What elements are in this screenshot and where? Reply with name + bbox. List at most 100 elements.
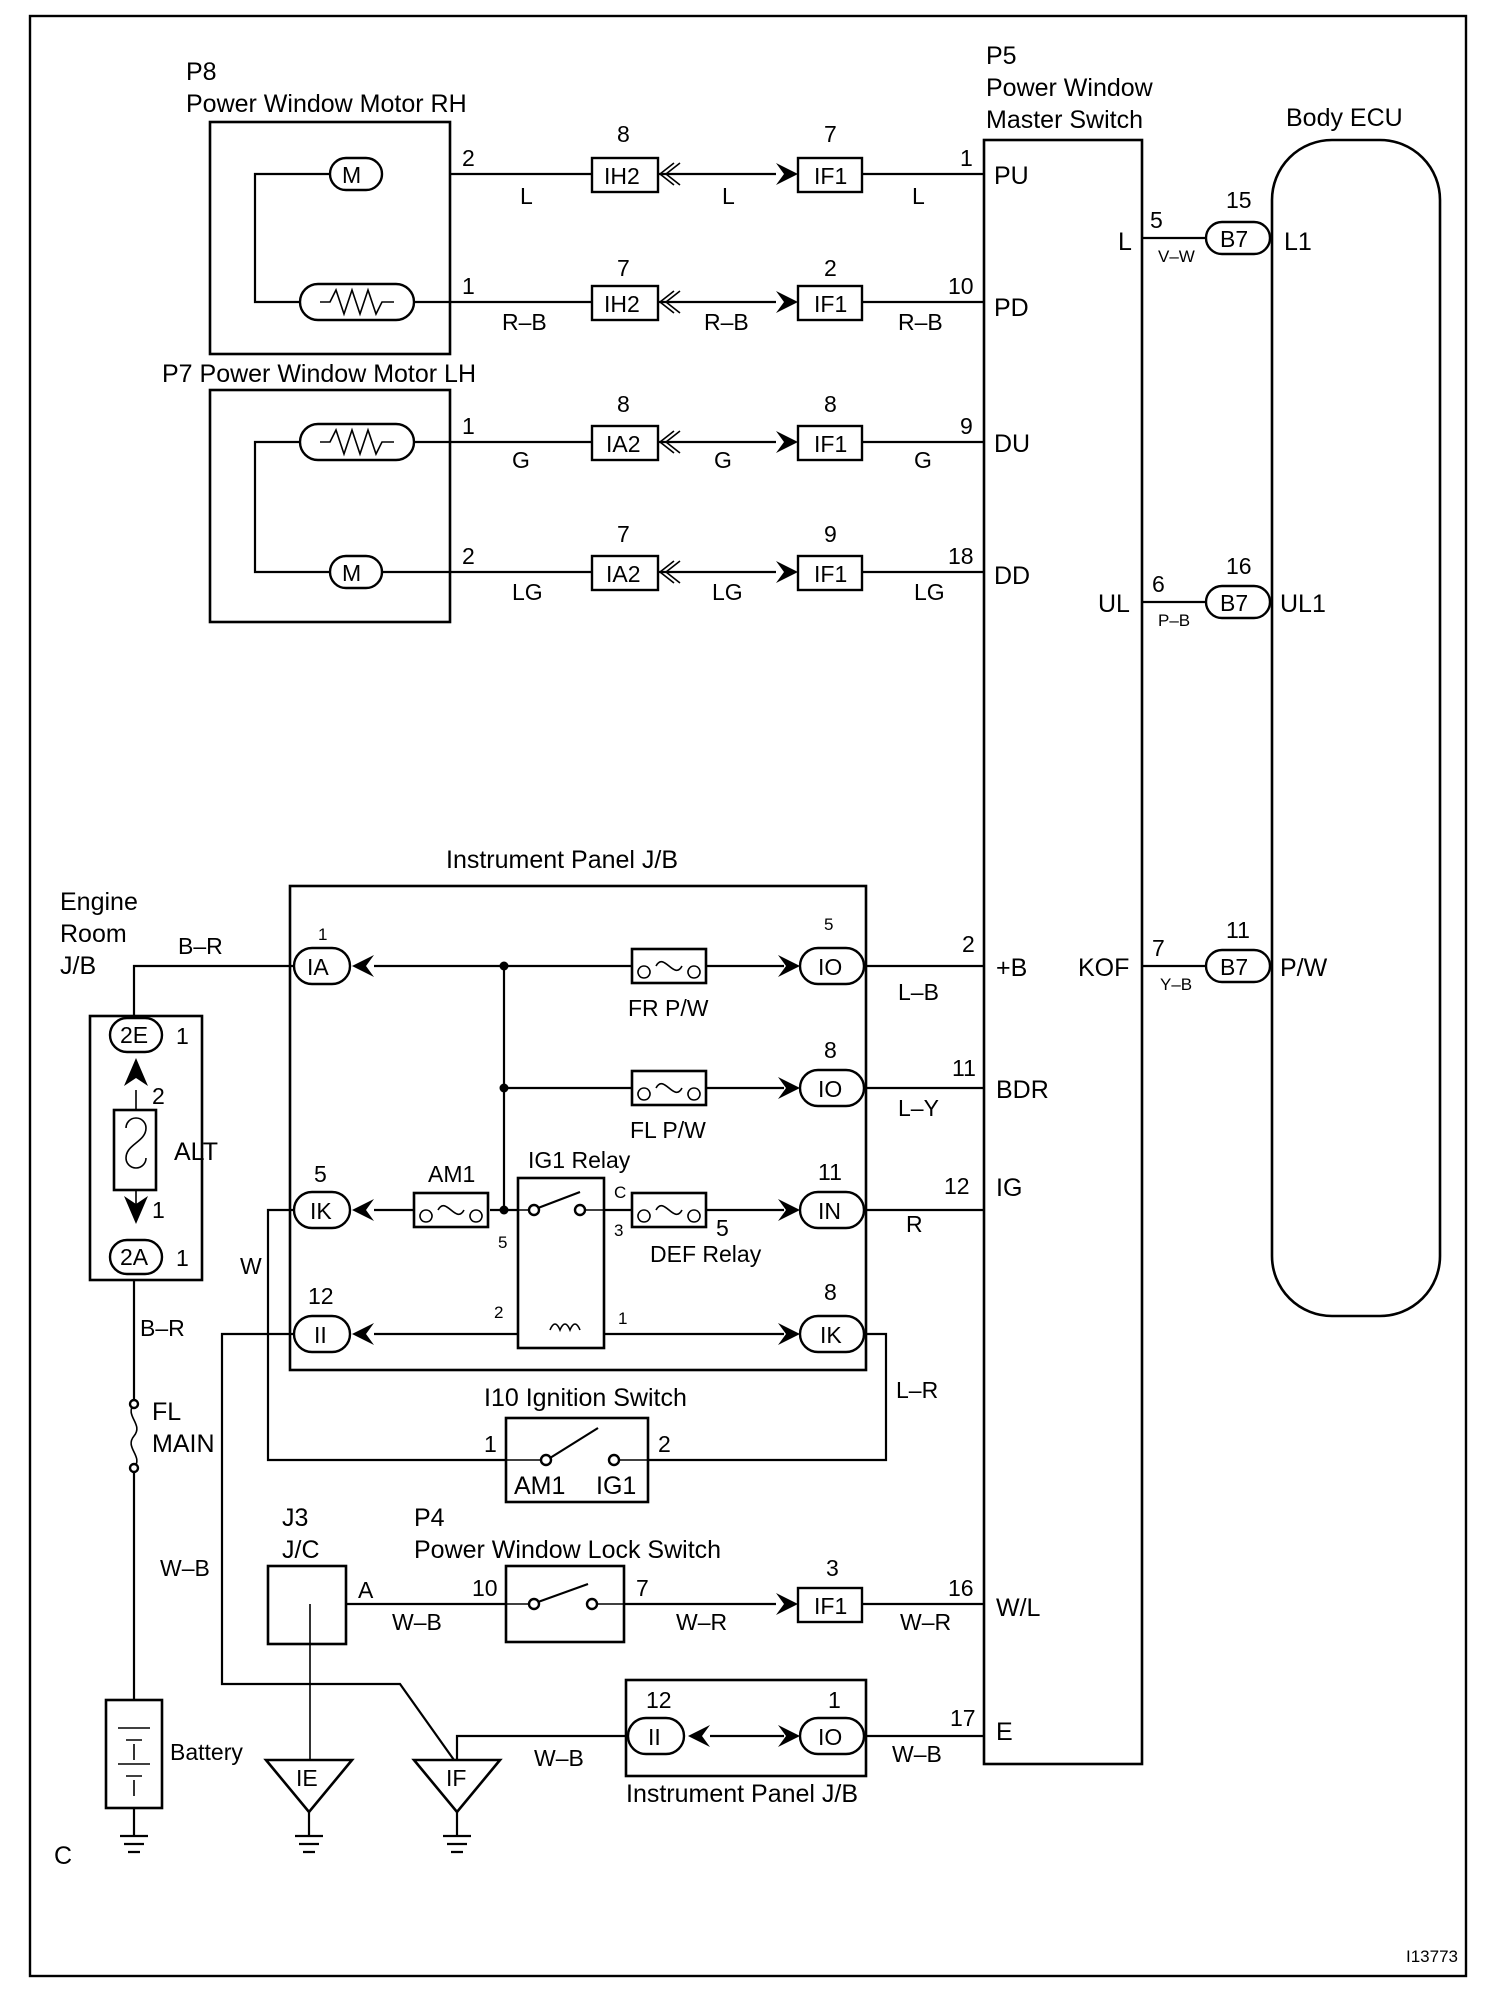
- ig1-relay-label: IG1 Relay: [528, 1147, 631, 1173]
- pin-label: 8: [824, 391, 837, 417]
- wire-color: L: [912, 183, 925, 209]
- pin-label: 12: [944, 1173, 970, 1199]
- connector-2e: [108, 1016, 164, 1054]
- connector-2e-label: 2E: [120, 1022, 148, 1048]
- terminal-wl: W/L: [996, 1594, 1041, 1622]
- engine-jb-line3: J/B: [60, 952, 96, 980]
- wire-color: R–B: [898, 309, 943, 335]
- wire-color: L–Y: [898, 1095, 939, 1121]
- pin-label: 1: [176, 1023, 189, 1049]
- pin-label: 8: [617, 121, 630, 147]
- connector-2a-label: 2A: [120, 1244, 149, 1270]
- wire-color: R–B: [502, 309, 547, 335]
- ground-if: IF W–B: [411, 1734, 626, 1854]
- connector-b7: [1204, 948, 1272, 984]
- rh-motor-internal-wire: [253, 172, 330, 304]
- connector-ia2: [590, 554, 660, 592]
- connector-ih2-label: IH2: [604, 163, 640, 189]
- rh-motor-code: P8: [186, 58, 217, 86]
- body-ecu-label: Body ECU: [1286, 104, 1403, 132]
- pin-label: 5: [1150, 207, 1163, 233]
- pin-label: 16: [1226, 553, 1252, 579]
- connector-if1-label: IF1: [814, 561, 847, 587]
- wire-color: G: [914, 447, 932, 473]
- ignition-switch: I10 Ignition Switch 1 2 AM1 IG1: [484, 1384, 687, 1504]
- wire-bdr: 11 L–Y: [864, 1055, 984, 1121]
- ground-ie: IE: [263, 1758, 355, 1854]
- connector-b7: [1204, 584, 1272, 620]
- pin-label: 11: [952, 1055, 976, 1081]
- pin-label: 8: [824, 1279, 837, 1305]
- connector-b7: [1204, 220, 1272, 256]
- terminal-pu: PU: [994, 162, 1029, 190]
- wire-color: B–R: [140, 1315, 185, 1341]
- terminal-ig: IG: [996, 1174, 1022, 1202]
- connector-ia2-label: IA2: [606, 431, 641, 457]
- pin-label: 7: [617, 521, 630, 547]
- ecu-link-ul1: B7 6 16 P–B: [1142, 553, 1272, 630]
- svg-text:M: M: [342, 560, 361, 586]
- master-switch-line2: Master Switch: [986, 106, 1143, 134]
- wire-pu: 2 L IH2 8 L IF1 7 1 L: [450, 121, 984, 209]
- connector-if1-label: IF1: [814, 431, 847, 457]
- connector-b7-label: B7: [1220, 226, 1248, 252]
- pin-label: 2: [658, 1431, 671, 1457]
- power-window-lock-switch: P4 Power Window Lock Switch 10 7: [414, 1504, 721, 1644]
- pin-label: 2: [494, 1303, 503, 1322]
- lh-breaker-icon: [298, 422, 416, 462]
- pin-label: 11: [1226, 917, 1250, 943]
- pin-label: 1: [462, 273, 475, 299]
- lock-switch-code: P4: [414, 1504, 445, 1532]
- pin-label: 1: [176, 1245, 189, 1271]
- pin-label: 2: [962, 931, 975, 957]
- connector-io-label: IO: [818, 1724, 842, 1750]
- ground-if-label: IF: [446, 1765, 466, 1791]
- rh-motor-name: Power Window Motor RH: [186, 90, 467, 118]
- wire-color: W–B: [892, 1741, 942, 1767]
- terminal-arrow: [124, 1058, 148, 1086]
- ecu-link-pw: B7 7 11 Y–B: [1142, 917, 1272, 994]
- pin-label: 1: [618, 1309, 627, 1328]
- connector-ik-label: IK: [310, 1198, 332, 1224]
- lh-motor-icon: M: [328, 554, 384, 590]
- pin-label: 2: [462, 145, 475, 171]
- ecu-link-l1: B7 5 15 V–W: [1142, 187, 1272, 266]
- connector-if1: [796, 156, 864, 194]
- wire-color: Y–B: [1160, 975, 1192, 994]
- wire-color: L: [520, 183, 533, 209]
- terminal-pd: PD: [994, 294, 1029, 322]
- alt-label: ALT: [174, 1138, 218, 1166]
- instrument-panel-jb: Instrument Panel J/B IA 1 FR P/W IO 5 FL…: [288, 846, 868, 1372]
- pin-label: 2: [824, 255, 837, 281]
- terminal-kof: KOF: [1078, 954, 1129, 982]
- ecu-terminal-ul1: UL1: [1280, 590, 1326, 618]
- connector-if1: [796, 424, 864, 462]
- connector-if1-label: IF1: [814, 291, 847, 317]
- connector-ia-label: IA: [307, 954, 329, 980]
- wire-color: W–R: [900, 1609, 951, 1635]
- wire-color: G: [714, 447, 732, 473]
- pin-label: 5: [314, 1161, 327, 1187]
- power-window-motor-rh: P8 Power Window Motor RH M: [186, 58, 467, 356]
- fuse-fr-pw: FR P/W: [628, 995, 709, 1021]
- connector-if1-label: IF1: [814, 1593, 847, 1619]
- outer-frame: [28, 14, 1468, 1978]
- pin-label: 1: [152, 1197, 165, 1223]
- pin-label: 9: [824, 521, 837, 547]
- pin-label: A: [358, 1577, 374, 1603]
- engine-room-jb: Engine Room J/B B–R 2E 1 2 ALT 1 2A 1: [60, 888, 294, 1282]
- fl-main-line1: FL: [152, 1398, 181, 1426]
- connector-ia2: [590, 424, 660, 462]
- connector-ii-label: II: [314, 1322, 327, 1348]
- connector-if1: [796, 284, 864, 322]
- connector-b7-label: B7: [1220, 954, 1248, 980]
- instrument-panel-jb-lower: II 12 IO 1 Instrument Panel J/B: [624, 1678, 868, 1808]
- connector-in-label: IN: [818, 1198, 841, 1224]
- terminal-e: E: [996, 1718, 1013, 1746]
- pin-label: 1: [318, 925, 327, 944]
- fl-main-fusible-link: [130, 1403, 138, 1469]
- terminal-l: L: [1118, 228, 1132, 256]
- wire-e: 17 W–B: [864, 1705, 984, 1767]
- connector-b7-label: B7: [1220, 590, 1248, 616]
